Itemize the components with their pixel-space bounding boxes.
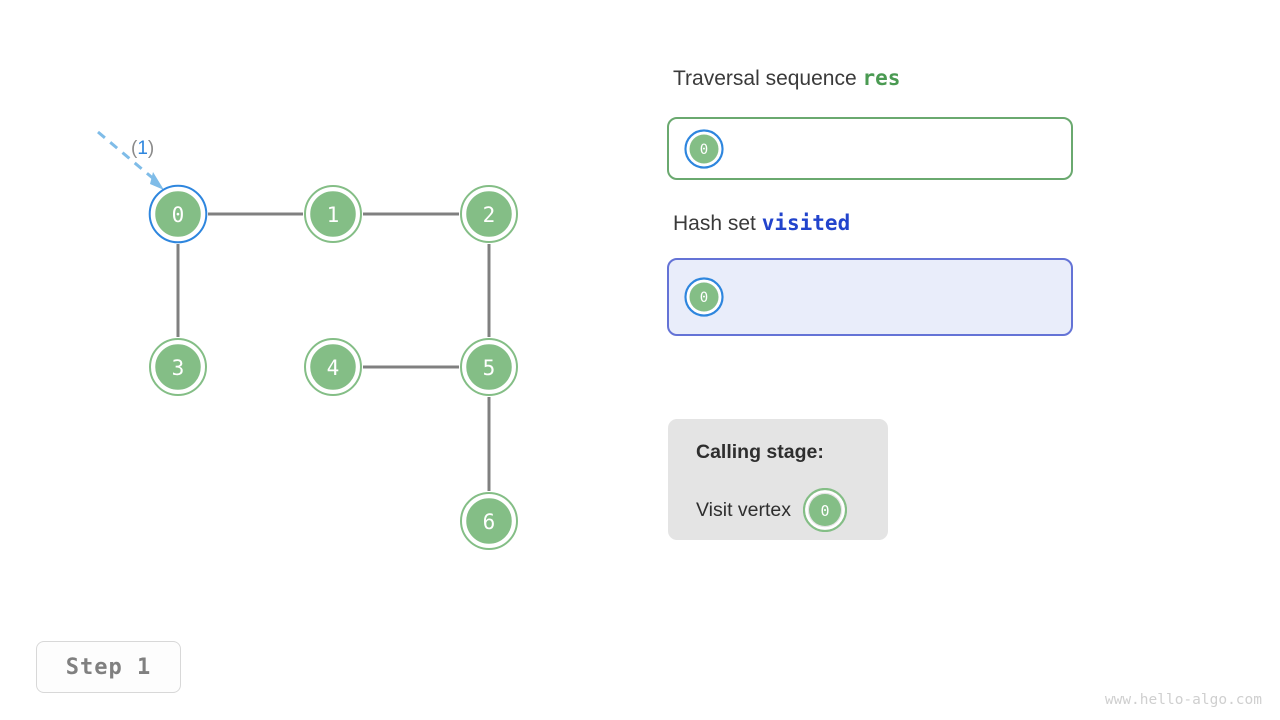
graph-vertex-6[interactable]: 6 xyxy=(460,492,518,550)
graph-vertex-0[interactable]: 0 xyxy=(148,184,208,244)
graph-edges xyxy=(176,212,491,491)
res-container: 0 xyxy=(667,117,1073,180)
annotation-number: 1 xyxy=(137,138,148,159)
vertex-label: 2 xyxy=(483,203,496,227)
vertex-outer-ring xyxy=(460,185,518,243)
step-badge-label: Step 1 xyxy=(65,654,152,680)
annotation-close-paren: ) xyxy=(147,138,155,159)
res-title-text: Traversal sequence xyxy=(673,67,857,90)
graph-vertices: 0 1 2 3 4 5 6 xyxy=(148,184,518,550)
annotation-arrow-group xyxy=(97,130,164,190)
vertex-disc xyxy=(306,187,360,241)
chip-outer-ring xyxy=(803,488,848,532)
graph-vertex-3[interactable]: 3 xyxy=(149,338,207,396)
vertex-label: 6 xyxy=(483,510,496,534)
visited-title-text: Hash set xyxy=(673,212,756,235)
graph-diagram: 0 1 2 3 4 5 6 xyxy=(97,130,518,550)
calling-stage-panel: Calling stage: Visit vertex 0 xyxy=(668,419,888,540)
chip-disc xyxy=(689,282,719,312)
res-panel-title: Traversal sequence res xyxy=(673,66,900,91)
annotation-arrow-head xyxy=(150,172,164,190)
vertex-label: 5 xyxy=(483,356,496,380)
visited-panel-title: Hash set visited xyxy=(673,211,850,236)
calling-stage-action: Visit vertex xyxy=(696,498,792,521)
visited-container: 0 xyxy=(667,258,1073,336)
chip-outer-ring xyxy=(684,277,724,317)
chip-outer-ring xyxy=(684,128,724,169)
vertex-label: 4 xyxy=(327,356,340,380)
chip-label: 0 xyxy=(700,142,708,158)
res-item-chip: 0 xyxy=(684,128,724,169)
visited-item-chip: 0 xyxy=(684,277,724,317)
chip-disc xyxy=(809,494,842,526)
vertex-disc xyxy=(462,340,516,394)
graph-vertex-2[interactable]: 2 xyxy=(460,185,518,243)
vertex-outer-ring xyxy=(304,185,362,243)
vertex-disc xyxy=(462,494,516,548)
vertex-disc xyxy=(462,187,516,241)
chip-disc xyxy=(689,134,719,163)
watermark: www.hello-algo.com xyxy=(1104,692,1262,708)
chip-label: 0 xyxy=(700,290,708,306)
annotation-label: (1) xyxy=(131,138,154,160)
annotation-open-paren: ( xyxy=(131,138,138,159)
vertex-outer-ring xyxy=(460,492,518,550)
calling-stage-row: Visit vertex 0 xyxy=(696,488,848,532)
vertex-disc xyxy=(151,340,205,394)
vertex-label: 3 xyxy=(172,356,185,380)
vertex-disc xyxy=(151,187,205,241)
graph-vertex-1[interactable]: 1 xyxy=(304,185,362,243)
calling-stage-title: Calling stage: xyxy=(696,441,824,463)
annotation-arrow-line xyxy=(97,130,156,182)
vertex-outer-ring xyxy=(460,338,518,396)
vertex-outer-ring xyxy=(304,338,362,396)
vertex-disc xyxy=(306,340,360,394)
visited-title-code: visited xyxy=(761,211,851,235)
calling-stage-vertex-chip: 0 xyxy=(803,488,848,532)
step-badge: Step 1 xyxy=(36,641,181,693)
graph-vertex-5[interactable]: 5 xyxy=(460,338,518,396)
res-title-code: res xyxy=(862,66,901,90)
vertex-outer-ring xyxy=(149,338,207,396)
vertex-outer-ring xyxy=(148,184,208,244)
vertex-label: 0 xyxy=(172,203,185,227)
chip-gap-ring xyxy=(805,490,845,530)
chip-label: 0 xyxy=(821,502,830,520)
graph-vertex-4[interactable]: 4 xyxy=(304,338,362,396)
vertex-label: 1 xyxy=(327,203,340,227)
chip-gap-ring xyxy=(686,279,722,315)
chip-gap-ring xyxy=(686,131,722,166)
